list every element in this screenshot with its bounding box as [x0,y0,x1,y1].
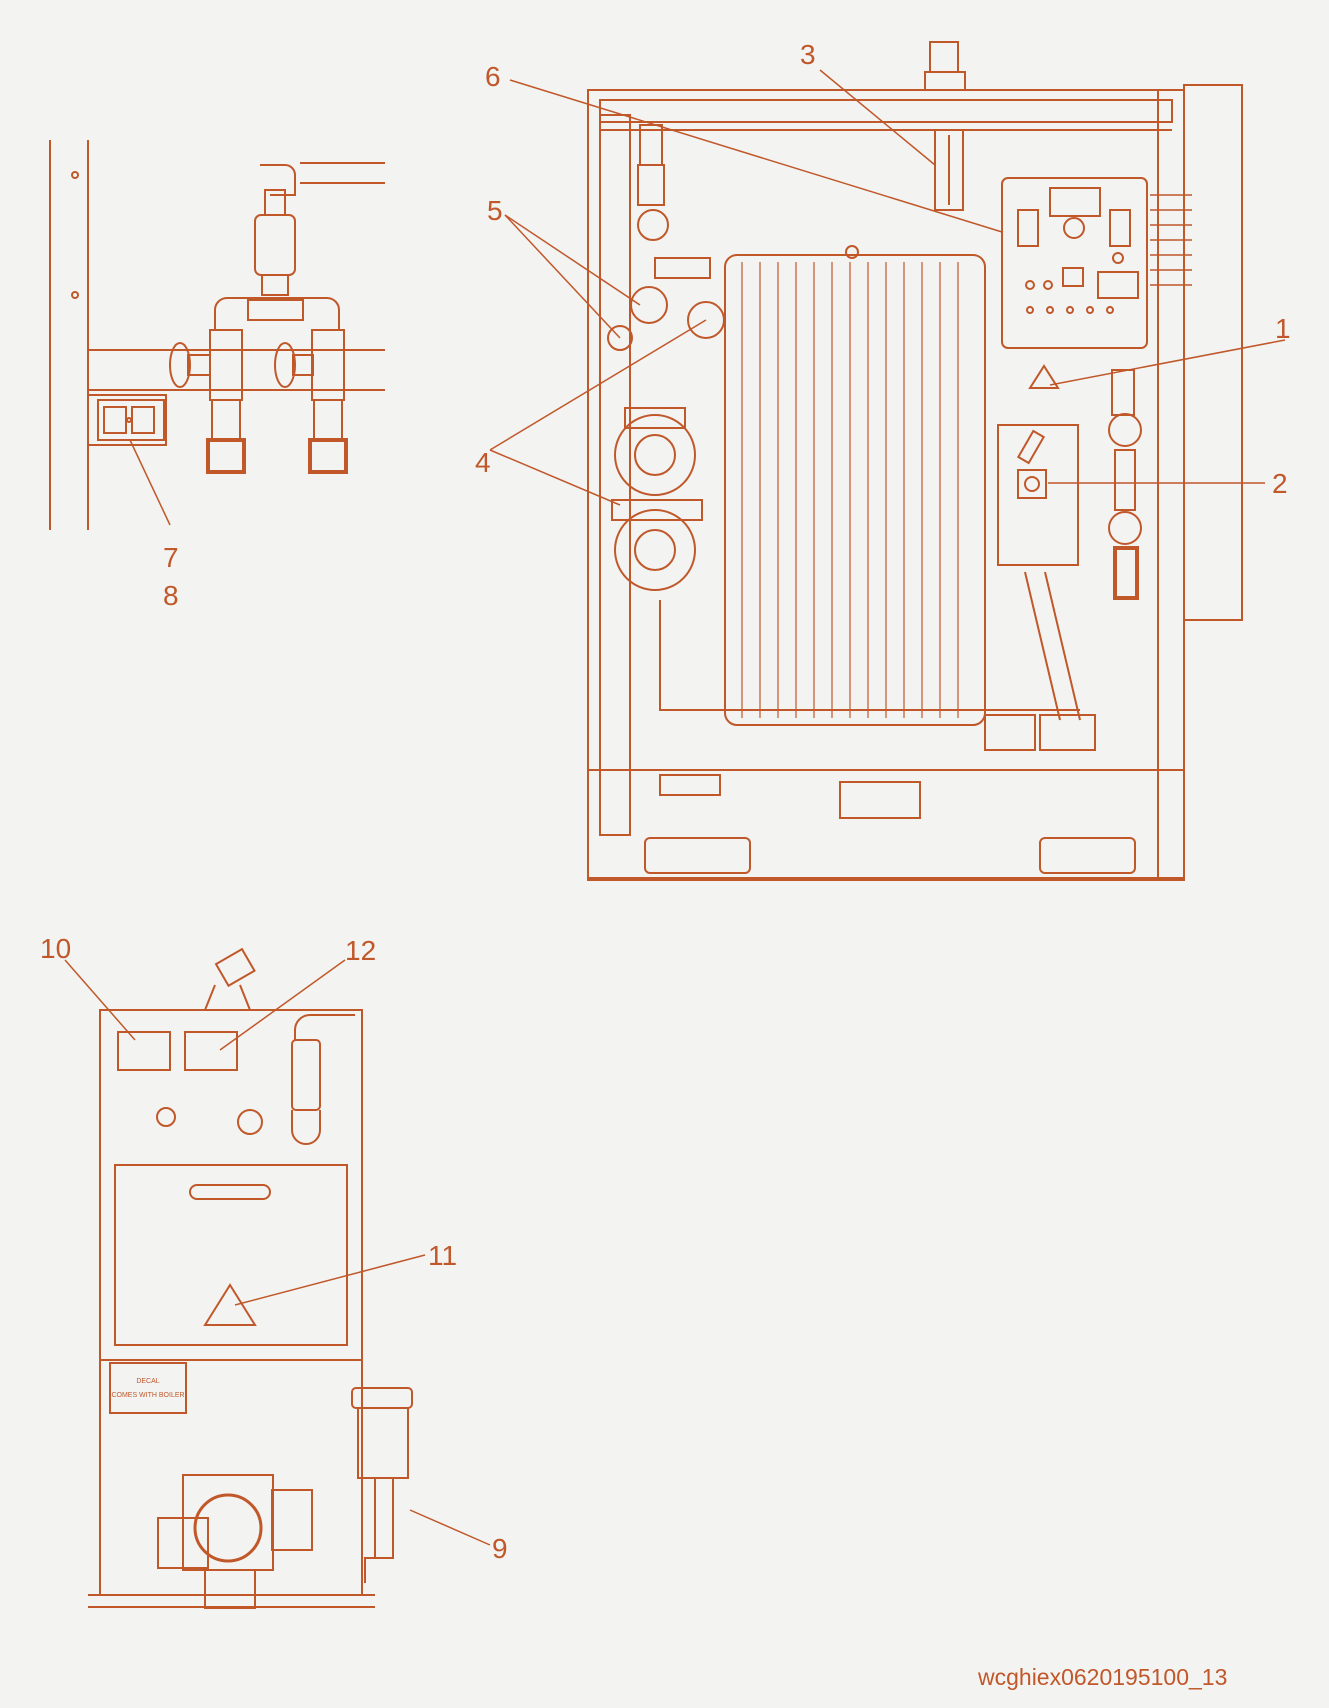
boiler-cabinet [99,1009,363,1596]
callout-11: 11 [428,1240,457,1271]
callout-10: 10 [40,933,71,964]
decal-line-2: COMES WITH BOILER [111,1392,184,1399]
switch-panel [997,424,1079,566]
decal-12 [184,1031,238,1071]
pressure-gauge [607,325,633,351]
callout-9: 9 [492,1533,508,1564]
decal-line-1: DECAL [136,1378,159,1385]
callout-3: 3 [800,39,816,70]
warning-triangle [1028,364,1060,389]
pump [614,414,696,496]
main-unit [587,41,1243,881]
callout-12: 12 [345,935,376,966]
callout-8: 8 [163,580,179,611]
callout-4: 4 [475,447,491,478]
outlet-plate [97,399,165,441]
warning-triangle [203,1283,257,1326]
manifold-detail [49,140,385,530]
leader-lines [64,69,1286,1546]
callout-7: 7 [163,542,179,573]
callout-6: 6 [485,61,501,92]
decal-label [109,1362,187,1414]
control-box [1001,177,1148,349]
callout-1: 1 [1275,313,1291,344]
document-id: wcghiex0620195100_13 [978,1664,1228,1690]
pressure-gauge [687,301,725,339]
burner-door [114,1164,348,1346]
side-panel [1183,84,1243,621]
callout-2: 2 [1272,468,1288,499]
callout-5: 5 [487,195,503,226]
boiler [88,947,413,1609]
heat-exchanger-coil [724,254,986,726]
pressure-gauge [630,286,668,324]
pump [614,509,696,591]
decal-10 [117,1031,171,1071]
